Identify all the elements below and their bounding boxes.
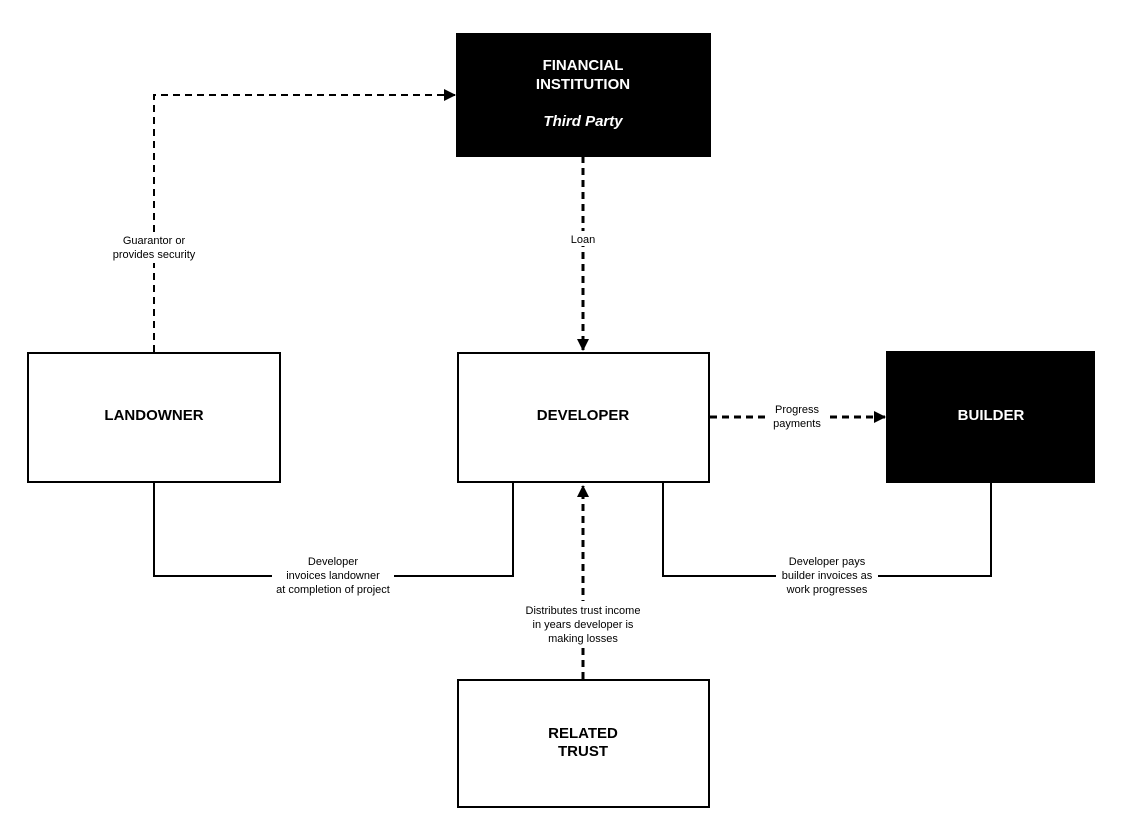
progress-payments-label-line1: Progress: [775, 404, 820, 416]
pays-builder-label-bg: [776, 553, 878, 597]
progress-payments-label-bg: [766, 401, 828, 431]
trust-income-label-line1: Distributes trust income: [526, 605, 641, 617]
guarantor-label-line1: Guarantor or: [123, 235, 186, 247]
invoices-landowner-connector: Developer invoices landowner at completi…: [153, 483, 514, 597]
trust-income-label-line2: in years developer is: [533, 619, 634, 631]
related-trust-node[interactable]: RELATED TRUST: [457, 679, 710, 808]
invoices-landowner-label-line1: Developer: [308, 556, 358, 568]
builder-title: BUILDER: [958, 407, 1025, 424]
loan-label: Loan: [571, 234, 595, 246]
builder-node[interactable]: BUILDER: [886, 351, 1095, 483]
trust-income-label-line3: making losses: [548, 633, 618, 645]
invoices-landowner-label-bg: [272, 553, 394, 597]
financial-institution-title-line2: INSTITUTION: [536, 76, 630, 93]
trust-income-label-bg: [516, 601, 650, 645]
related-trust-title-line2: TRUST: [558, 743, 608, 760]
loan-connector: Loan: [566, 156, 600, 351]
pays-builder-label-line2: builder invoices as: [782, 570, 873, 582]
progress-payments-connector: Progress payments: [710, 401, 886, 431]
loan-label-bg: [566, 231, 600, 246]
financial-institution-node[interactable]: FINANCIAL INSTITUTION Third Party: [456, 33, 711, 157]
invoices-landowner-label-line2: invoices landowner: [286, 570, 380, 582]
landowner-box: [27, 352, 281, 483]
pays-builder-connector: Developer pays builder invoices as work …: [662, 483, 992, 597]
financial-institution-box: [456, 33, 711, 157]
builder-box: [886, 351, 1095, 483]
pays-builder-label-line3: work progresses: [786, 584, 868, 596]
trust-income-connector: Distributes trust income in years develo…: [516, 485, 650, 679]
financial-institution-title-line1: FINANCIAL: [543, 57, 624, 74]
financial-institution-subtitle: Third Party: [543, 113, 623, 130]
landowner-node[interactable]: LANDOWNER: [27, 352, 281, 483]
related-trust-box: [457, 679, 710, 808]
progress-payments-label-line2: payments: [773, 418, 821, 430]
developer-box: [457, 352, 710, 483]
guarantor-line: [153, 89, 456, 352]
developer-title: DEVELOPER: [537, 407, 630, 424]
guarantor-connector: Guarantor or provides security: [104, 89, 456, 352]
related-trust-title-line1: RELATED: [548, 725, 618, 742]
invoices-landowner-label-line3: at completion of project: [276, 584, 390, 596]
guarantor-label-bg: [104, 233, 204, 263]
landowner-title: LANDOWNER: [104, 407, 203, 424]
guarantor-label-line2: provides security: [113, 249, 196, 261]
pays-builder-label-line1: Developer pays: [789, 556, 866, 568]
developer-node[interactable]: DEVELOPER: [457, 352, 710, 483]
